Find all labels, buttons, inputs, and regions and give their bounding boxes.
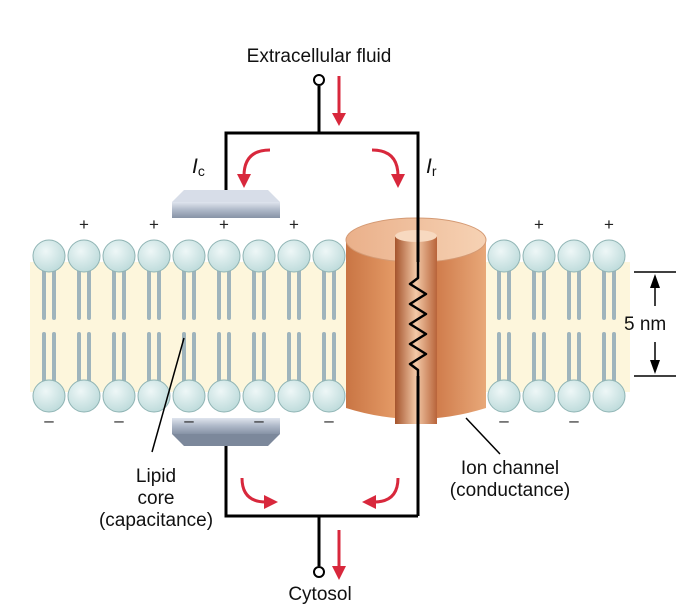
circuit-wires: [224, 86, 420, 566]
lipid-head: [102, 239, 136, 273]
terminal-circle-icon: [313, 566, 325, 578]
terminal-circle-icon: [313, 74, 325, 86]
ion-label-line2: (conductance): [449, 480, 571, 501]
ir-label: Ir: [426, 156, 437, 182]
lipid-head: [32, 379, 66, 413]
lipid-head: [67, 239, 101, 273]
lipid-head: [487, 379, 521, 413]
resistor-icon: [408, 262, 428, 376]
ic-symbol: I: [192, 155, 198, 178]
extracellular-label: Extracellular fluid: [246, 46, 392, 67]
ic-label: Ic: [192, 156, 205, 182]
minus-sign: –: [324, 411, 334, 430]
plus-sign: +: [79, 215, 89, 234]
lipid-head: [522, 379, 556, 413]
lipid-head: [242, 239, 276, 273]
ion-channel-leader-line: [465, 417, 501, 455]
lipid-label-line2: core: [137, 488, 175, 509]
lipid-head: [172, 379, 206, 413]
lipid-head: [277, 239, 311, 273]
ir-symbol: I: [426, 155, 432, 178]
lipid-head: [522, 239, 556, 273]
lipid-tails: [42, 268, 616, 384]
lipid-head: [487, 239, 521, 273]
lipid-head: [242, 379, 276, 413]
lipid-head: [67, 379, 101, 413]
minus-sign: –: [254, 411, 264, 430]
plus-sign: +: [289, 215, 299, 234]
current-arrow-icon: [332, 76, 346, 126]
lipid-leader-line: [151, 337, 185, 453]
plus-sign: +: [534, 215, 544, 234]
lipid-head: [592, 239, 626, 273]
current-arrow-icon: [371, 148, 405, 188]
current-arrow-icon: [240, 477, 278, 509]
lipid-label-line3: (capacitance): [98, 510, 214, 531]
lipid-head: [277, 379, 311, 413]
plus-sign: +: [604, 215, 614, 234]
ic-subscript: c: [197, 163, 205, 179]
minus-sign: –: [184, 411, 194, 430]
lipid-head: [137, 239, 171, 273]
current-arrow-icon: [362, 477, 400, 509]
ion-channel-label: Ion channel (conductance): [430, 458, 590, 502]
lipid-head: [312, 239, 346, 273]
current-arrow-icon: [332, 530, 346, 580]
lipid-head: [172, 239, 206, 273]
minus-sign: –: [569, 411, 579, 430]
capacitor-plate-icon: [172, 190, 280, 218]
ion-label-line1: Ion channel: [460, 458, 560, 479]
lipid-head: [592, 379, 626, 413]
lipid-head: [207, 239, 241, 273]
lipid-label-line1: Lipid: [135, 466, 177, 487]
dimension-arrow-icon: [634, 271, 676, 377]
plus-sign: +: [149, 215, 159, 234]
lipid-core-label: Lipid core (capacitance): [66, 466, 246, 532]
ir-subscript: r: [431, 163, 437, 179]
minus-sign: –: [499, 411, 509, 430]
minus-sign: –: [44, 411, 54, 430]
lipid-head: [32, 239, 66, 273]
lipid-head: [207, 379, 241, 413]
lipid-core: [30, 262, 630, 392]
lipid-head: [557, 239, 591, 273]
lipid-head: [557, 379, 591, 413]
capacitor-plate-icon: [172, 418, 280, 446]
current-arrow-icon: [237, 148, 271, 188]
lipid-heads: [32, 239, 626, 413]
ion-channel: [345, 217, 487, 424]
thickness-label: 5 nm: [624, 314, 667, 335]
lipid-head: [312, 379, 346, 413]
lipid-head: [102, 379, 136, 413]
plus-sign: +: [219, 215, 229, 234]
minus-sign: –: [114, 411, 124, 430]
cytosol-label: Cytosol: [288, 584, 352, 605]
lipid-head: [137, 379, 171, 413]
